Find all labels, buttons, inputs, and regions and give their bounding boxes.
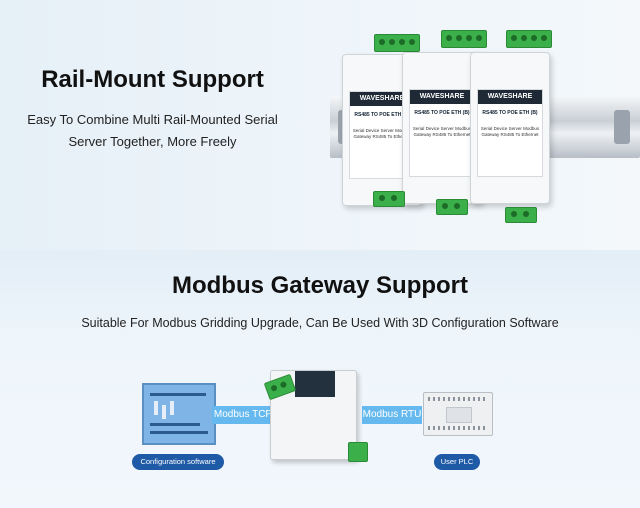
- modbus-tcp-arrow: Modbus TCP: [212, 406, 274, 424]
- module-brand: WAVESHARE: [350, 92, 414, 106]
- modbus-rtu-arrow: Modbus RTU: [362, 406, 422, 424]
- user-plc-device: [423, 392, 493, 436]
- serial-server-module-2: WAVESHARE RS485 TO POE ETH (B) Serial De…: [402, 52, 482, 204]
- gateway-bottom-terminal: [348, 442, 368, 462]
- rail-mount-title: Rail-Mount Support: [41, 66, 264, 93]
- rail-mount-description-line1: Easy To Combine Multi Rail-Mounted Seria…: [27, 112, 278, 127]
- module-description: Serial Device Server Modbus Gateway RS48…: [352, 128, 412, 139]
- module-name: RS485 TO POE ETH (B): [414, 110, 470, 116]
- terminal-block-bottom-2: [436, 199, 468, 215]
- terminal-block-bottom-3: [505, 207, 537, 223]
- configuration-software-screen: [142, 383, 216, 445]
- terminal-block-top-1: [374, 34, 420, 52]
- terminal-block-top-3: [506, 30, 552, 48]
- module-description: Serial Device Server Modbus Gateway RS48…: [480, 126, 540, 137]
- rail-mount-description-line2: Server Together, More Freely: [68, 134, 237, 149]
- gateway-device: [270, 370, 357, 460]
- user-plc-label: User PLC: [434, 454, 480, 470]
- rail-mount-description: Easy To Combine Multi Rail-Mounted Seria…: [0, 109, 305, 153]
- modbus-gateway-title: Modbus Gateway Support: [171, 272, 468, 299]
- terminal-block-top-2: [441, 30, 487, 48]
- module-name: RS485 TO POE ETH (B): [354, 112, 410, 118]
- serial-server-module-3: WAVESHARE RS485 TO POE ETH (B) Serial De…: [470, 52, 550, 204]
- module-brand: WAVESHARE: [478, 90, 542, 104]
- configuration-software-label: Configuration software: [132, 454, 224, 470]
- terminal-block-bottom-1: [373, 191, 405, 207]
- module-brand: WAVESHARE: [410, 90, 474, 104]
- modbus-gateway-description: Suitable For Modbus Gridding Upgrade, Ca…: [81, 316, 559, 330]
- module-name: RS485 TO POE ETH (B): [482, 110, 538, 116]
- module-description: Serial Device Server Modbus Gateway RS48…: [412, 126, 472, 137]
